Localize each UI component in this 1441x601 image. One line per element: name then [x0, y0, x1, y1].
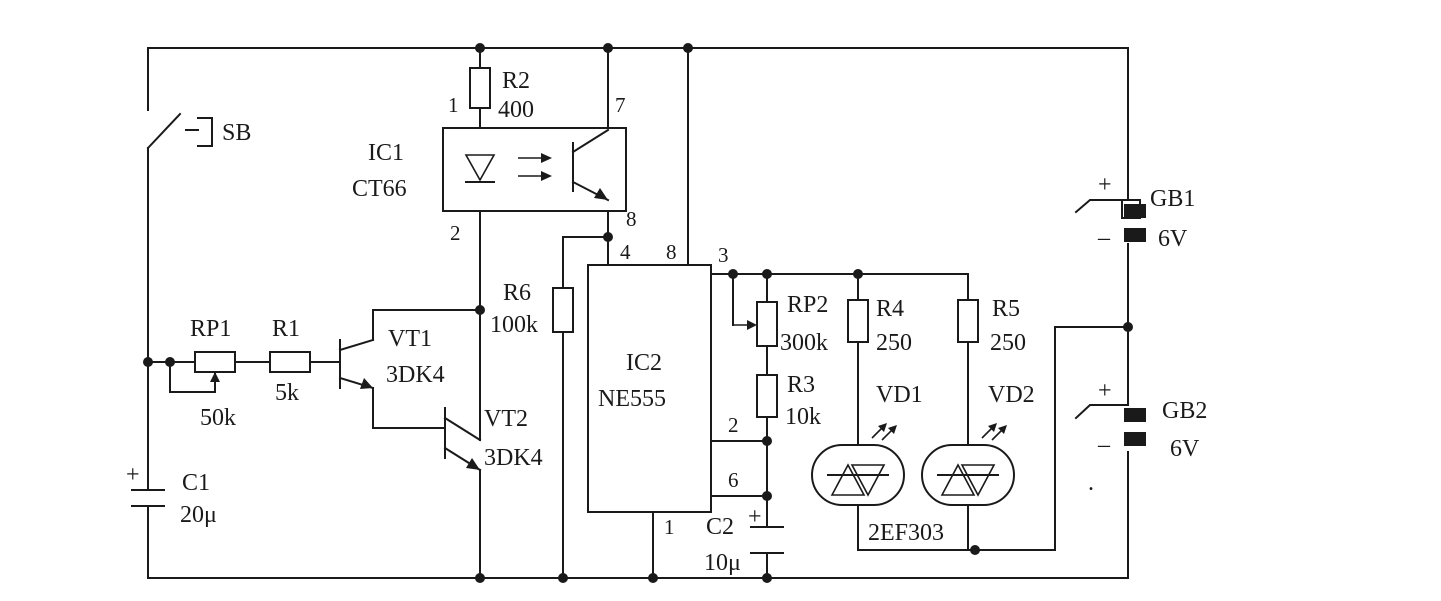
resistor-r1: R1 5k	[269, 316, 311, 406]
r1-value: 5k	[275, 380, 299, 406]
capacitor-c2: + C2 10μ	[704, 504, 784, 576]
gb1-value: 6V	[1158, 226, 1188, 252]
ic1-ref: IC1	[368, 140, 404, 166]
c1-ref: C1	[182, 470, 210, 496]
capacitor-c1: + C1 20μ	[126, 462, 217, 528]
gb2-ref: GB2	[1162, 398, 1207, 424]
stray-mark: .	[1088, 470, 1094, 496]
resistor-r3: R3 10k	[756, 372, 821, 430]
optocoupler-ic1: 1 2 7 8 IC1 CT66	[352, 93, 637, 245]
gb2-value: 6V	[1170, 436, 1200, 462]
potentiometer-rp2: RP2 300k	[733, 292, 828, 356]
sb-label: SB	[222, 120, 251, 146]
r5-value: 250	[990, 330, 1026, 356]
r3-value: 10k	[785, 404, 821, 430]
vt2-ref: VT2	[484, 406, 528, 432]
ic2-ref: IC2	[626, 350, 662, 376]
switch-sb: SB	[146, 112, 251, 150]
gb2-minus: –	[1097, 432, 1111, 458]
r2-ref: R2	[502, 68, 530, 94]
c2-value: 10μ	[704, 550, 741, 576]
timer-ic2: IC2 NE555 4 8 3 2 6 1	[587, 240, 739, 539]
gb1-minus: –	[1097, 225, 1111, 251]
vd2-ref: VD2	[988, 382, 1035, 408]
resistor-r5: R5 250	[957, 296, 1026, 356]
c2-ref: C2	[706, 514, 734, 540]
c2-polarity: +	[748, 504, 762, 530]
r6-ref: R6	[503, 280, 531, 306]
led-vd1: VD1	[811, 382, 923, 506]
ic1-value: CT66	[352, 176, 407, 202]
c1-value: 20μ	[180, 502, 217, 528]
junction-dots	[143, 43, 1133, 583]
ic2-pin-2: 2	[728, 413, 739, 437]
ic1-pin-1: 1	[448, 93, 459, 117]
rp1-ref: RP1	[190, 316, 231, 342]
ic1-pin-8: 8	[626, 207, 637, 231]
vd1-ref: VD1	[876, 382, 923, 408]
ic2-value: NE555	[598, 386, 666, 412]
r3-ref: R3	[787, 372, 815, 398]
r5-ref: R5	[992, 296, 1020, 322]
r1-ref: R1	[272, 316, 300, 342]
transistor-vt2: VT2 3DK4	[443, 406, 543, 472]
r2-value: 400	[498, 97, 534, 123]
ic2-pin-4: 4	[620, 240, 631, 264]
resistor-r6: R6 100k	[490, 280, 574, 338]
vt2-value: 3DK4	[484, 445, 543, 471]
c1-polarity: +	[126, 462, 140, 488]
led-type-label: 2EF303	[868, 520, 944, 546]
resistor-r2: R2 400	[469, 67, 534, 123]
r4-value: 250	[876, 330, 912, 356]
r4-ref: R4	[876, 296, 904, 322]
r6-value: 100k	[490, 312, 538, 338]
gb2-plus: +	[1098, 378, 1112, 404]
ic1-pin-7: 7	[615, 93, 626, 117]
rp1-value: 50k	[200, 405, 236, 431]
battery-gb1: + – GB1 6V	[1074, 172, 1195, 252]
ic1-pin-2: 2	[450, 221, 461, 245]
ic2-pin-3: 3	[718, 243, 729, 267]
wiring	[147, 47, 1129, 579]
ic2-pin-6: 6	[728, 468, 739, 492]
transistor-vt1: VT1 3DK4	[338, 326, 445, 390]
gb1-ref: GB1	[1150, 186, 1195, 212]
vt1-value: 3DK4	[386, 362, 445, 388]
potentiometer-rp1: RP1 50k	[190, 316, 236, 431]
resistor-r4: R4 250	[847, 296, 912, 356]
gb1-plus: +	[1098, 172, 1112, 198]
rp2-value: 300k	[780, 330, 828, 356]
led-vd2: VD2	[921, 382, 1035, 506]
rp2-ref: RP2	[787, 292, 828, 318]
ic2-pin-8: 8	[666, 240, 677, 264]
ic2-pin-1: 1	[664, 515, 675, 539]
battery-gb2: + – GB2 6V	[1074, 378, 1207, 462]
vt1-ref: VT1	[388, 326, 432, 352]
